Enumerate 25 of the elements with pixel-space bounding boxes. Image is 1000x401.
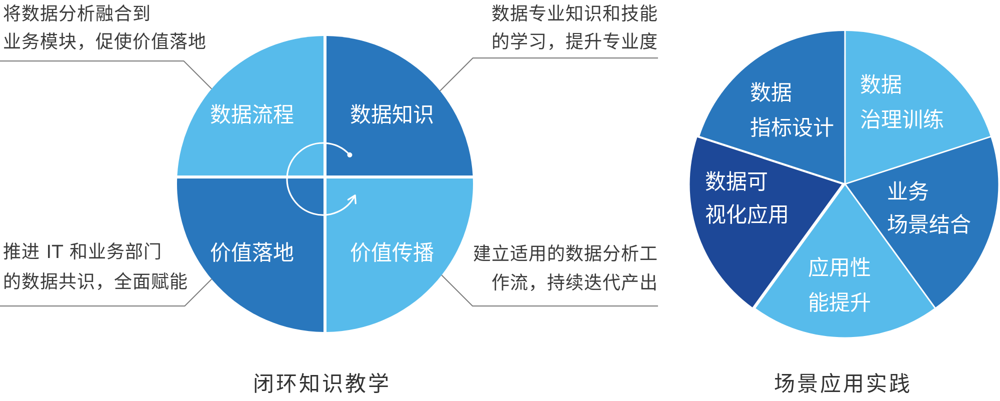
panel-caption: 闭环知识教学 xyxy=(253,371,391,397)
leader-line xyxy=(0,60,212,90)
quarter-circle-segment xyxy=(326,36,473,176)
callout-text: 将数据分析融合到业务模块，促使价值落地 xyxy=(0,1,206,61)
segment-label: 价值落地 xyxy=(210,241,294,265)
curved-connector xyxy=(324,142,352,158)
pie-slice xyxy=(845,30,991,183)
callout-text: 建立适用的数据分析工作流，持续迭代产出 xyxy=(473,240,658,306)
segment-label: 数据知识 xyxy=(350,103,434,127)
callout-text: 数据专业知识和技能的学习，提升专业度 xyxy=(492,1,658,58)
segment-label: 数据指标设计 xyxy=(750,80,834,142)
panel-caption: 场景应用实践 xyxy=(774,371,912,397)
curved-connector xyxy=(286,177,356,216)
curved-connector xyxy=(286,142,325,178)
leader-line xyxy=(440,58,658,92)
callout-text: 推进 IT 和业务部门的数据共识，全面赋能 xyxy=(0,238,188,306)
leader-line xyxy=(0,278,212,306)
leader-line xyxy=(441,274,658,306)
segment-label: 数据治理训练 xyxy=(860,72,944,134)
segment-label: 数据可视化应用 xyxy=(705,168,789,228)
segment-label: 应用性能提升 xyxy=(808,254,871,316)
segment-label: 业务场景结合 xyxy=(887,178,971,238)
segment-label: 数据流程 xyxy=(210,103,294,127)
quarter-circle-segment xyxy=(326,178,473,332)
segment-label: 价值传播 xyxy=(350,241,434,265)
